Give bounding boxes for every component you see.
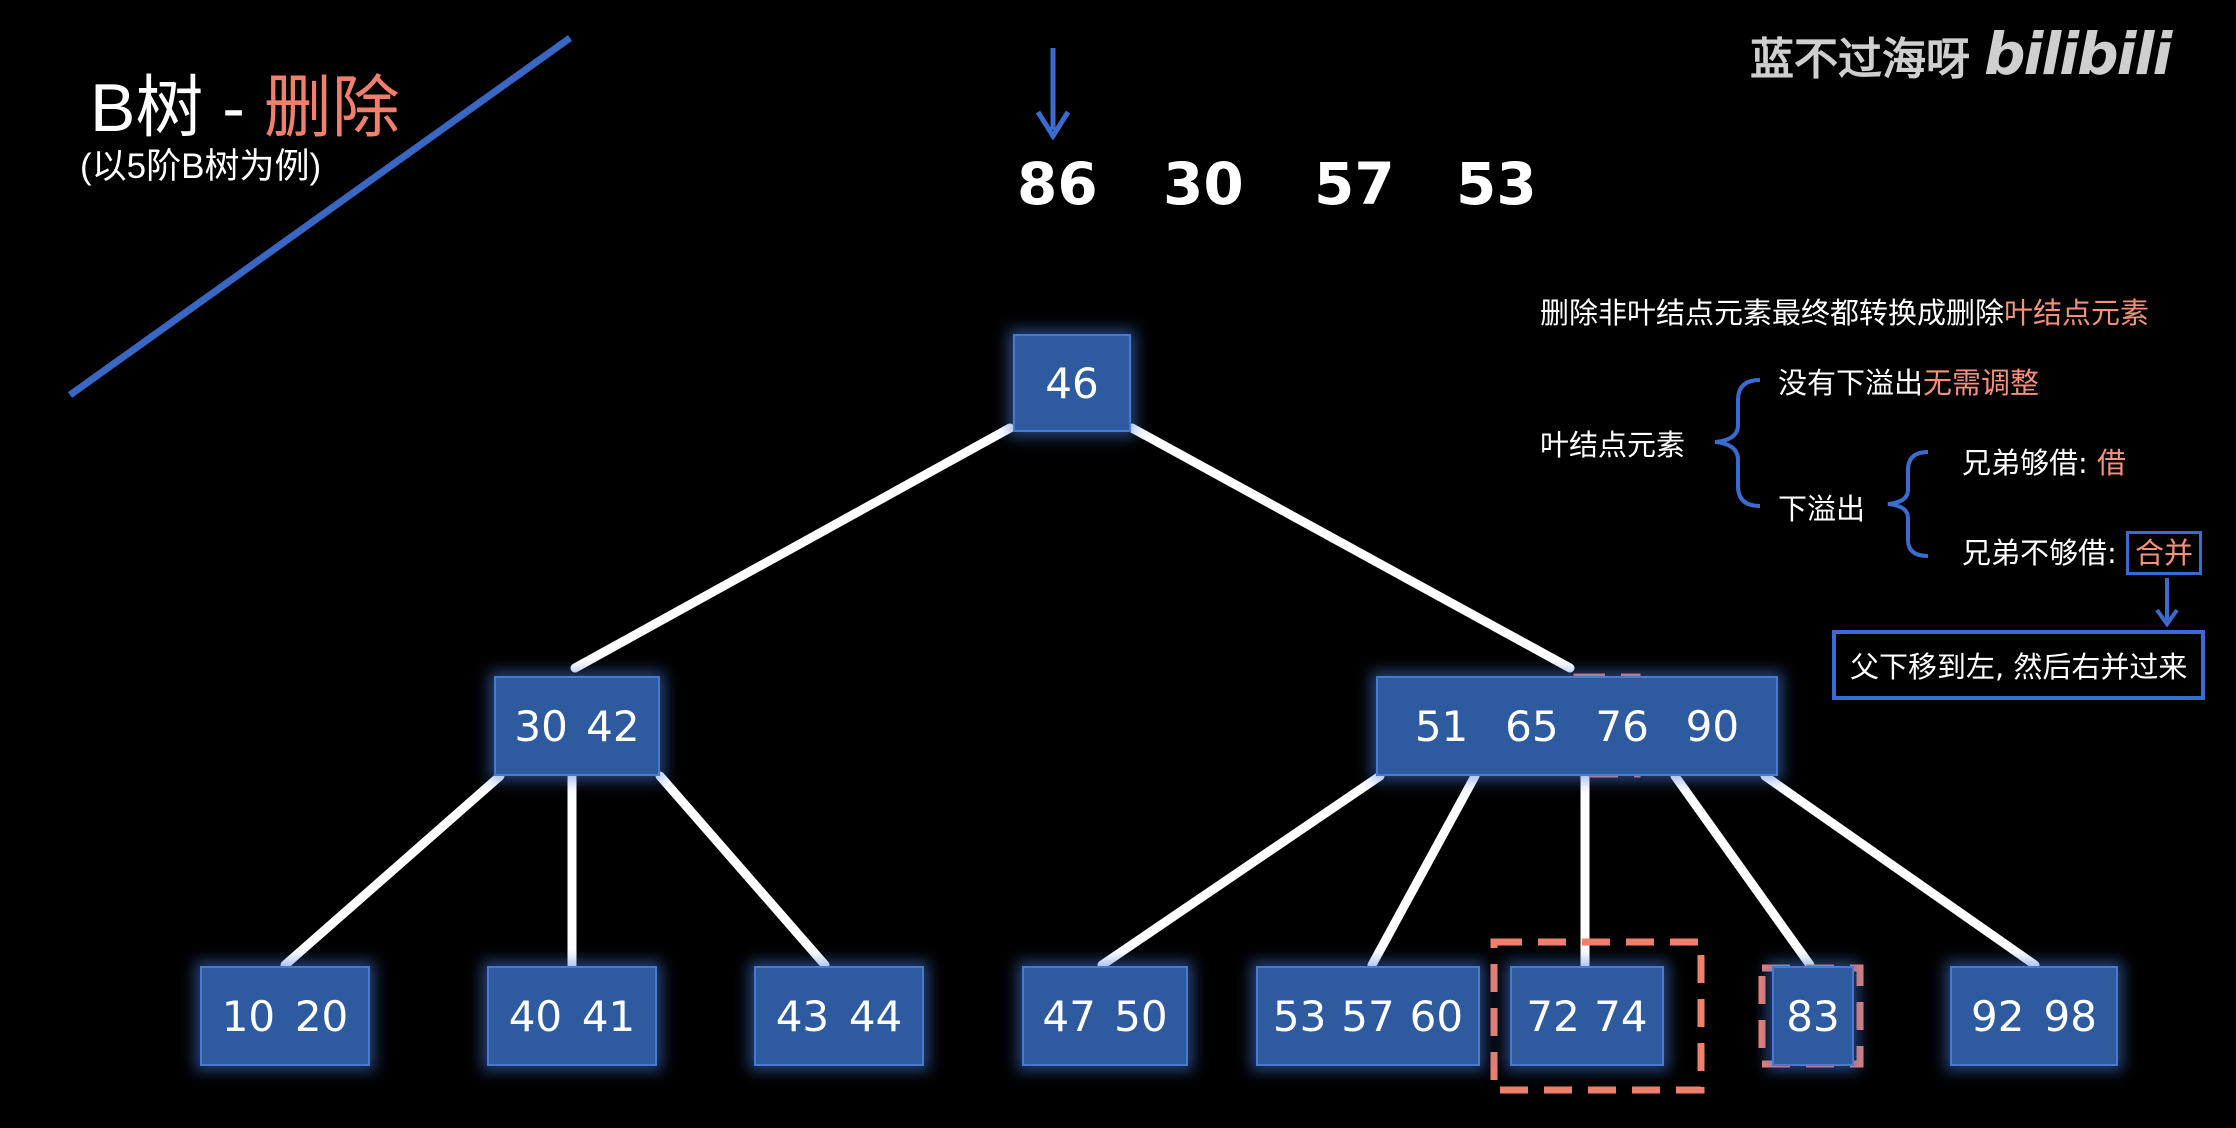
node-key: 10 xyxy=(221,991,276,1041)
notes-headline: 删除非叶结点元素最终都转换成删除叶结点元素 xyxy=(1540,290,2149,332)
decorative-diagonal-line xyxy=(67,35,573,398)
tree-node-leaf: 53 57 60 xyxy=(1256,966,1480,1066)
bilibili-logo: bilibili xyxy=(1984,20,2172,88)
node-key: 42 xyxy=(586,701,640,751)
node-key: 83 xyxy=(1786,991,1840,1041)
watermark-name: 蓝不过海呀 xyxy=(1750,34,1970,85)
highlight-leaf-72-74 xyxy=(1490,938,1705,1094)
node-key: 60 xyxy=(1409,991,1464,1041)
node-key: 57 xyxy=(1341,991,1395,1041)
sequence-item: 57 xyxy=(1314,150,1395,218)
underflow-label: 下溢出 xyxy=(1778,492,1866,526)
node-key: 53 xyxy=(1272,991,1327,1041)
edge-l1a-leaf3 xyxy=(655,771,830,970)
brace-leaf xyxy=(1714,378,1761,508)
no-underflow-row: 没有下溢出无需调整 xyxy=(1778,360,2039,402)
node-key: 47 xyxy=(1042,991,1096,1041)
node-key: 41 xyxy=(581,991,636,1041)
sibling-can-lend-row: 兄弟够借: 借 xyxy=(1962,440,2126,482)
brace-underflow xyxy=(1887,450,1929,558)
edge-l1a-leaf1 xyxy=(280,771,505,970)
node-key: 46 xyxy=(1045,358,1099,408)
tree-node-leaf: 40 41 xyxy=(487,966,657,1066)
headline-prefix: 删除非叶结点元素最终都转换成删除 xyxy=(1540,296,2005,330)
no-underflow-result: 无需调整 xyxy=(1923,366,2040,400)
node-key: 51 xyxy=(1414,701,1469,751)
node-key: 76 xyxy=(1595,701,1649,751)
tree-node-leaf: 92 98 xyxy=(1950,966,2118,1066)
edge-root-left xyxy=(570,423,1015,673)
merge-label: 合并 xyxy=(2126,531,2203,575)
node-key: 40 xyxy=(508,991,563,1041)
edge-l1b-leaf5 xyxy=(1367,771,1480,970)
current-arrow-head xyxy=(1035,110,1071,141)
tree-node-leaf: 83 xyxy=(1772,966,1854,1066)
tree-node-level1: 51 65 76 90 xyxy=(1376,676,1778,776)
node-key: 44 xyxy=(848,991,903,1041)
page-subtitle: (以5阶B树为例) xyxy=(80,147,322,186)
sibling-can-lend-label: 兄弟够借: xyxy=(1962,446,2097,480)
title-prefix: B树 - xyxy=(90,70,264,146)
tree-node-leaf: 47 50 xyxy=(1022,966,1188,1066)
node-key: 98 xyxy=(2043,991,2097,1041)
node-key: 90 xyxy=(1685,701,1740,751)
node-key: 92 xyxy=(1971,991,2025,1041)
tree-node-leaf: 72 74 xyxy=(1510,966,1664,1066)
sibling-cannot-lend-row: 兄弟不够借: 合并 xyxy=(1962,530,2203,575)
edge-l1b-leaf7 xyxy=(1670,771,1815,970)
node-key: 20 xyxy=(294,991,349,1041)
node-key: 74 xyxy=(1594,991,1648,1041)
no-underflow-label: 没有下溢出 xyxy=(1778,366,1924,400)
merge-detail-box: 父下移到左, 然后右并过来 xyxy=(1832,630,2206,700)
sequence-item: 86 xyxy=(1017,150,1098,218)
node-key: 65 xyxy=(1505,701,1559,751)
sequence-item: 30 xyxy=(1163,150,1244,218)
tree-node-leaf: 43 44 xyxy=(754,966,924,1066)
sequence-item: 53 xyxy=(1456,150,1537,218)
leaf-element-label: 叶结点元素 xyxy=(1540,428,1686,462)
headline-highlight: 叶结点元素 xyxy=(2004,296,2150,330)
title-highlight: 删除 xyxy=(263,70,400,146)
node-key: 43 xyxy=(775,991,830,1041)
tree-node-level1: 30 42 xyxy=(494,676,660,776)
node-key: 72 xyxy=(1526,991,1580,1041)
merge-arrow-head xyxy=(2155,608,2179,628)
page-title: B树 - 删除 xyxy=(90,52,400,151)
node-key: 50 xyxy=(1114,991,1168,1041)
edge-root-right xyxy=(1127,423,1575,673)
tree-node-root: 46 xyxy=(1013,334,1131,432)
edge-l1b-leaf4 xyxy=(1097,771,1385,970)
node-key: 30 xyxy=(514,701,568,751)
edge-l1b-leaf8 xyxy=(1760,771,2040,970)
sibling-can-lend-result: 借 xyxy=(2097,446,2127,480)
sibling-cannot-lend-label: 兄弟不够借: xyxy=(1962,536,2126,570)
watermark: 蓝不过海呀 bilibili xyxy=(1750,20,2172,88)
tree-node-leaf: 10 20 xyxy=(200,966,370,1066)
